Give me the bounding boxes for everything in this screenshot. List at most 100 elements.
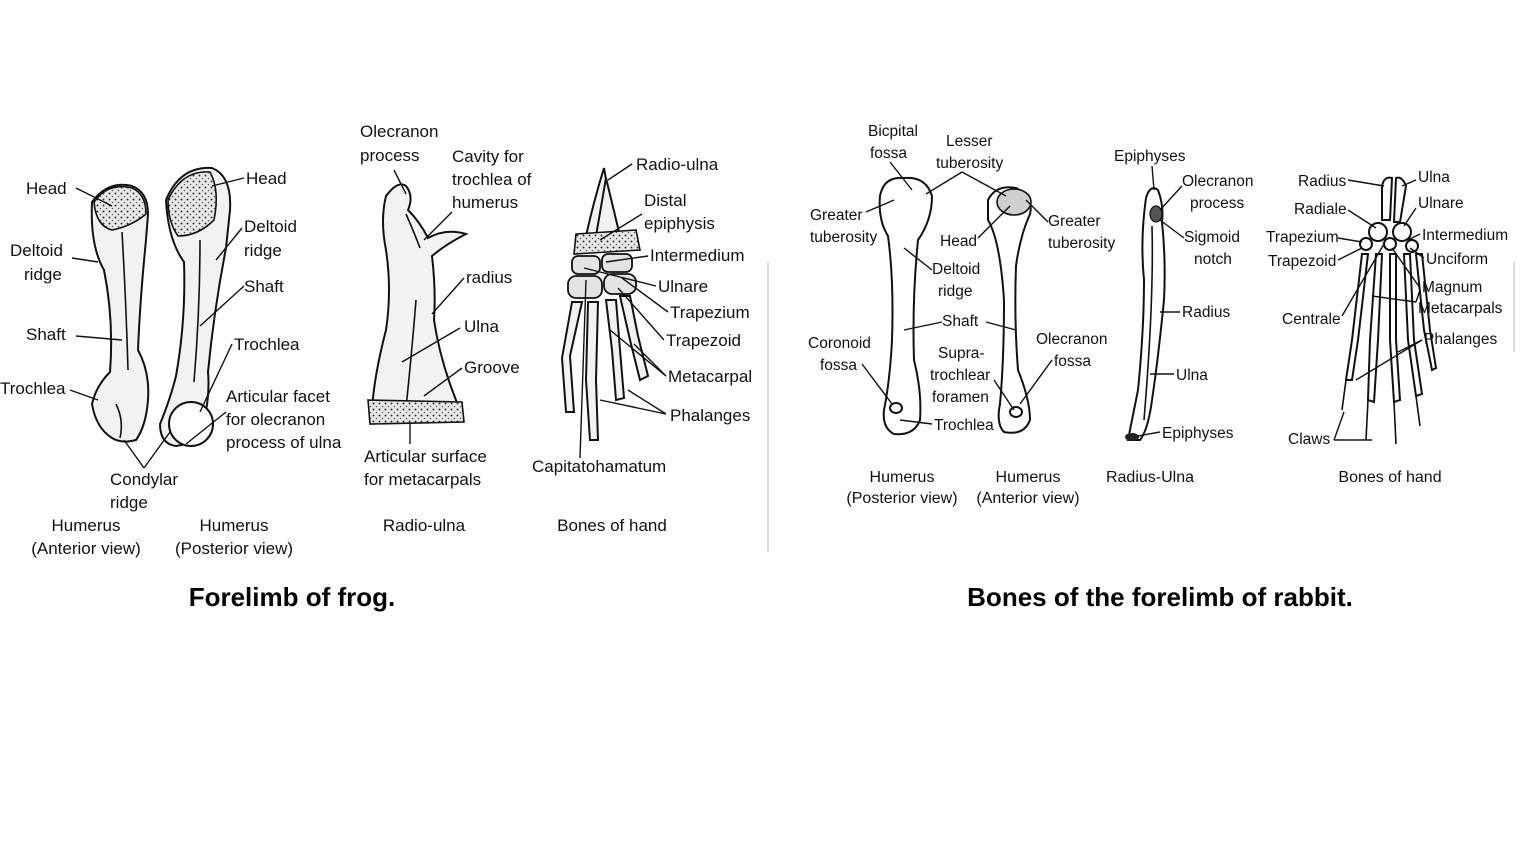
label-lesser-2: tuberosity (936, 155, 1003, 172)
caption-frog-humerus-posterior-1: Humerus (200, 516, 269, 535)
label-head-left: Head (26, 179, 67, 198)
label-radio-ulna-hand: Radio-ulna (636, 155, 719, 174)
label-distal-2: epiphysis (644, 214, 715, 233)
caption-frog-hand: Bones of hand (557, 516, 667, 535)
label-shaft-left: Shaft (26, 325, 66, 344)
label-distal-1: Distal (644, 191, 687, 210)
label-deltoid-2: ridge (938, 283, 972, 300)
label-deltoid-right-2: ridge (244, 241, 282, 260)
label-intermedium: Intermedium (650, 246, 744, 265)
label-greater-right-2: tuberosity (1048, 235, 1115, 252)
caption-rabbit-humerus-posterior-2: (Posterior view) (846, 490, 957, 507)
caption-frog-humerus-anterior-2: (Anterior view) (31, 539, 141, 558)
label-articular-facet-1: Articular facet (226, 387, 330, 406)
label-unciform: Unciform (1426, 251, 1488, 268)
label-hand-radius: Radius (1298, 173, 1346, 190)
rabbit-panel: Bicpital fossa Lesser tuberosity Greater… (806, 112, 1518, 612)
caption-rabbit-humerus-anterior-2: (Anterior view) (976, 490, 1079, 507)
label-olecranon-process-2: process (1190, 195, 1245, 212)
rabbit-hand-drawing (1341, 176, 1438, 445)
label-shaft: Shaft (942, 313, 979, 330)
label-ulna: Ulna (464, 317, 500, 336)
label-sigmoid-2: notch (1194, 251, 1232, 268)
label-centrale: Centrale (1282, 311, 1341, 328)
label-hand-ulna: Ulna (1418, 169, 1450, 186)
label-condylar-1: Condylar (110, 470, 178, 489)
label-cavity-1: Cavity for (452, 147, 524, 166)
label-supra-2: trochlear (930, 367, 990, 384)
frog-captions: Humerus (Anterior view) Humerus (Posteri… (31, 516, 667, 558)
label-bicpital-2: fossa (870, 145, 907, 162)
caption-rabbit-humerus-anterior-1: Humerus (996, 469, 1061, 486)
label-trochlea-left: Trochlea (0, 379, 66, 398)
label-articular-surface-2: for metacarpals (364, 470, 481, 489)
label-phalanges: Phalanges (1424, 331, 1498, 348)
rabbit-leader-lines (861, 161, 1425, 441)
label-trapezium: Trapezium (670, 303, 750, 322)
label-deltoid-left-2: ridge (24, 265, 62, 284)
label-deltoid-1: Deltoid (932, 261, 980, 278)
label-bicpital-1: Bicpital (868, 123, 918, 140)
frog-panel: Head Deltoid ridge Shaft Trochlea Condyl… (0, 112, 770, 612)
label-claws: Claws (1288, 431, 1330, 448)
label-cavity-3: humerus (452, 193, 518, 212)
rabbit-title: Bones of the forelimb of rabbit. (967, 582, 1353, 612)
caption-rabbit-hand: Bones of hand (1338, 469, 1441, 486)
label-olecranon-1: Olecranon (360, 122, 438, 141)
frog-leader-lines (69, 163, 669, 469)
label-condylar-2: ridge (110, 493, 148, 512)
label-metacarpals: Metacarpals (1418, 300, 1503, 317)
label-intermedium: Intermedium (1422, 227, 1508, 244)
frog-labels: Head Deltoid ridge Shaft Trochlea Condyl… (0, 122, 752, 512)
label-olecranon-fossa-1: Olecranon (1036, 331, 1108, 348)
label-head: Head (940, 233, 977, 250)
label-olecranon-fossa-2: fossa (1054, 353, 1091, 370)
rabbit-radius-ulna-drawing (1125, 187, 1166, 441)
label-greater-left-2: tuberosity (810, 229, 877, 246)
label-cavity-2: trochlea of (452, 170, 532, 189)
label-articular-facet-2: for olecranon (226, 410, 325, 429)
label-supra-3: foramen (932, 389, 989, 406)
rabbit-labels: Bicpital fossa Lesser tuberosity Greater… (808, 123, 1508, 448)
label-magnum: Magnum (1422, 279, 1482, 296)
rabbit-captions: Humerus (Posterior view) Humerus (Anteri… (846, 469, 1441, 507)
label-articular-surface-1: Articular surface (364, 447, 487, 466)
label-trapezium: Trapezium (1266, 229, 1339, 246)
label-ulnare: Ulnare (658, 277, 708, 296)
label-metacarpal: Metacarpal (668, 367, 752, 386)
frog-title: Forelimb of frog. (189, 582, 396, 612)
label-deltoid-right-1: Deltoid (244, 217, 297, 236)
label-shaft-right: Shaft (244, 277, 284, 296)
label-radiale: Radiale (1294, 201, 1347, 218)
label-epiphyses-bottom: Epiphyses (1162, 425, 1234, 442)
label-radius: Radius (1182, 304, 1230, 321)
label-radius: radius (466, 268, 512, 287)
label-trapezoid: Trapezoid (1268, 253, 1336, 270)
label-supra-1: Supra- (938, 345, 985, 362)
caption-rabbit-radius-ulna: Radius-Ulna (1106, 469, 1194, 486)
label-ulna: Ulna (1176, 367, 1208, 384)
caption-frog-humerus-posterior-2: (Posterior view) (175, 539, 293, 558)
label-sigmoid-1: Sigmoid (1184, 229, 1240, 246)
label-trochlea-right: Trochlea (234, 335, 300, 354)
caption-frog-radio-ulna: Radio-ulna (383, 516, 466, 535)
label-greater-left-1: Greater (810, 207, 863, 224)
label-capitatohamatum: Capitatohamatum (532, 457, 666, 476)
label-trapezoid: Trapezoid (666, 331, 741, 350)
caption-rabbit-humerus-posterior-1: Humerus (870, 469, 935, 486)
frog-radio-ulna-drawing (367, 183, 469, 425)
label-lesser-1: Lesser (946, 133, 993, 150)
caption-frog-humerus-anterior-1: Humerus (52, 516, 121, 535)
label-deltoid-left-1: Deltoid (10, 241, 63, 260)
label-coronoid-1: Coronoid (808, 335, 871, 352)
rabbit-humerus-posterior-drawing (878, 176, 934, 436)
label-greater-right-1: Greater (1048, 213, 1101, 230)
label-ulnare: Ulnare (1418, 195, 1464, 212)
label-epiphyses-top: Epiphyses (1114, 148, 1186, 165)
label-olecranon-process-1: Olecranon (1182, 173, 1254, 190)
label-head-right: Head (246, 169, 287, 188)
frog-humerus-anterior-drawing (90, 183, 150, 443)
label-coronoid-2: fossa (820, 357, 857, 374)
frog-humerus-posterior-drawing (158, 166, 232, 448)
